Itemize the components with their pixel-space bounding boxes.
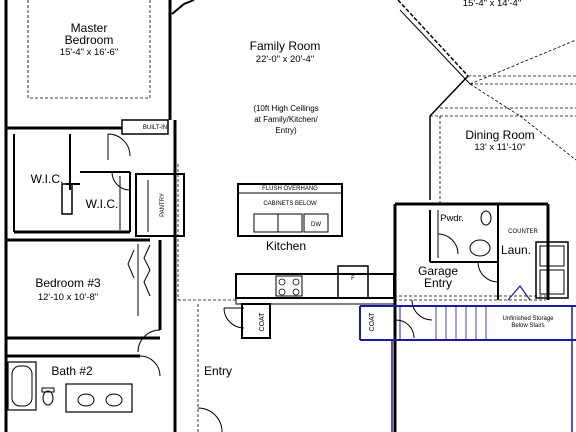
- storage-label-1: Unfinished Storage: [502, 316, 554, 322]
- coat-closet-left-label: COAT: [259, 312, 266, 332]
- room-labels: Master Bedroom 15'-4" x 16'-6" 15'-4" x …: [31, 0, 555, 378]
- family-room-dimensions: 22'-0" x 20'-4": [256, 54, 314, 65]
- cabinets-below-label: CABINETS BELOW: [263, 201, 317, 207]
- kitchen-label: Kitchen: [266, 239, 306, 253]
- ceiling-note-line-1: (10ft High Ceilings: [253, 104, 318, 113]
- garage-entry-label-1: Garage: [418, 264, 458, 278]
- master-bedroom-name-1: Master: [71, 21, 108, 35]
- dashed-lines: [27, 0, 576, 432]
- dining-room-dimensions: 13' x 11'-10": [474, 142, 525, 153]
- bedroom-3-name: Bedroom #3: [35, 276, 101, 290]
- ceiling-note-line-3: Entry): [275, 126, 297, 135]
- walls: [4, 0, 569, 432]
- master-bedroom-name-2: Bedroom: [65, 33, 114, 47]
- wic-left-label: W.I.C.: [31, 172, 64, 186]
- dining-room-name: Dining Room: [465, 128, 534, 142]
- storage-under-stairs: [359, 285, 576, 432]
- storage-label-2: Below Stairs: [511, 323, 544, 329]
- dishwasher-label: DW: [311, 222, 321, 228]
- flush-overhang-label: FLUSH OVERHANG: [262, 186, 318, 192]
- coat-closet-right-label: COAT: [369, 312, 376, 332]
- counter-label: COUNTER: [508, 229, 538, 235]
- top-right-room-dimensions: 15'-4" x 14'-4": [463, 0, 521, 9]
- bedroom-3-dimensions: 12'-10 x 10'-8": [38, 292, 98, 303]
- family-room-name: Family Room: [250, 39, 321, 53]
- powder-room-label: Pwdr.: [440, 213, 464, 224]
- master-bedroom-dimensions: 15'-4" x 16'-6": [60, 47, 118, 58]
- built-in-label: BUILT-IN: [143, 125, 167, 131]
- garage-entry-label-2: Entry: [424, 276, 452, 290]
- wic-right-label: W.I.C.: [86, 197, 119, 211]
- fridge-label: F: [351, 276, 355, 282]
- ceiling-note-line-2: at Family/Kitchen/: [254, 115, 318, 124]
- bath-2-label: Bath #2: [51, 364, 93, 378]
- laundry-label: Laun.: [501, 243, 531, 257]
- pantry-label: PANTRY: [160, 193, 166, 217]
- entry-label: Entry: [204, 364, 232, 378]
- door-swings: [107, 133, 499, 432]
